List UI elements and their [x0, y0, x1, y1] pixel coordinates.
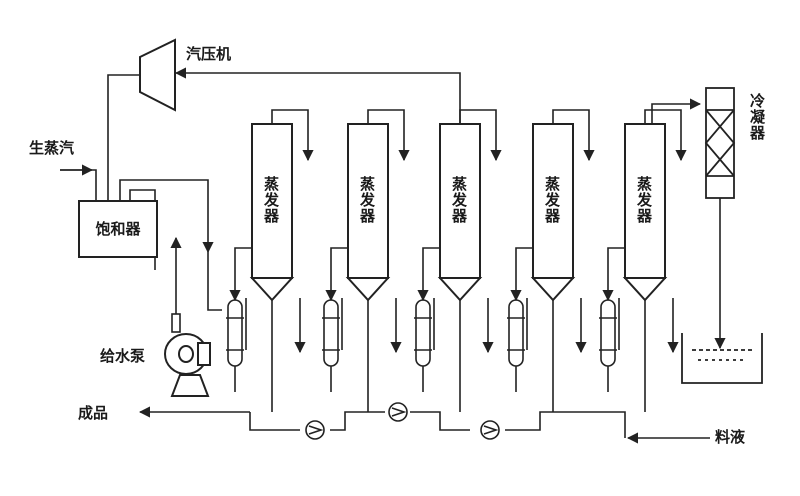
evaporator-label: 蒸发器: [635, 176, 653, 224]
circulation-pump-2: [388, 402, 408, 422]
product-label: 成品: [78, 404, 109, 422]
feed-liquid-label: 料液: [715, 428, 746, 446]
evaporator-body: [439, 123, 481, 279]
feed-pump-shape: [164, 333, 211, 397]
evaporator-label: 蒸发器: [543, 176, 561, 224]
evaporator-body: [532, 123, 574, 279]
condenser-label: 冷凝器: [748, 93, 766, 141]
evaporator-stage-1: [226, 109, 314, 412]
saturator-box: 饱和器: [78, 200, 158, 258]
feed-pump-stub: [171, 313, 181, 333]
circulation-pump-1: [305, 420, 325, 440]
compressor-label: 汽压机: [186, 45, 232, 63]
evaporator-label: 蒸发器: [450, 176, 468, 224]
evaporator-body: [347, 123, 389, 279]
condenser-shape: [704, 87, 736, 199]
evaporator-stage-5: [599, 109, 687, 412]
compressor-shape: [139, 38, 176, 112]
evaporator-stage-4: [507, 109, 595, 412]
evaporator-stage-2: [322, 109, 410, 412]
evaporator-label: 蒸发器: [358, 176, 376, 224]
saturator-label: 饱和器: [95, 219, 141, 238]
live-steam-label: 生蒸汽: [29, 139, 75, 157]
condensate-tank: [681, 333, 763, 384]
evaporator-label: 蒸发器: [262, 176, 280, 224]
feed-pump-label: 给水泵: [100, 347, 146, 365]
circulation-pump-3: [480, 420, 500, 440]
evaporator-stage-3: [414, 109, 502, 412]
